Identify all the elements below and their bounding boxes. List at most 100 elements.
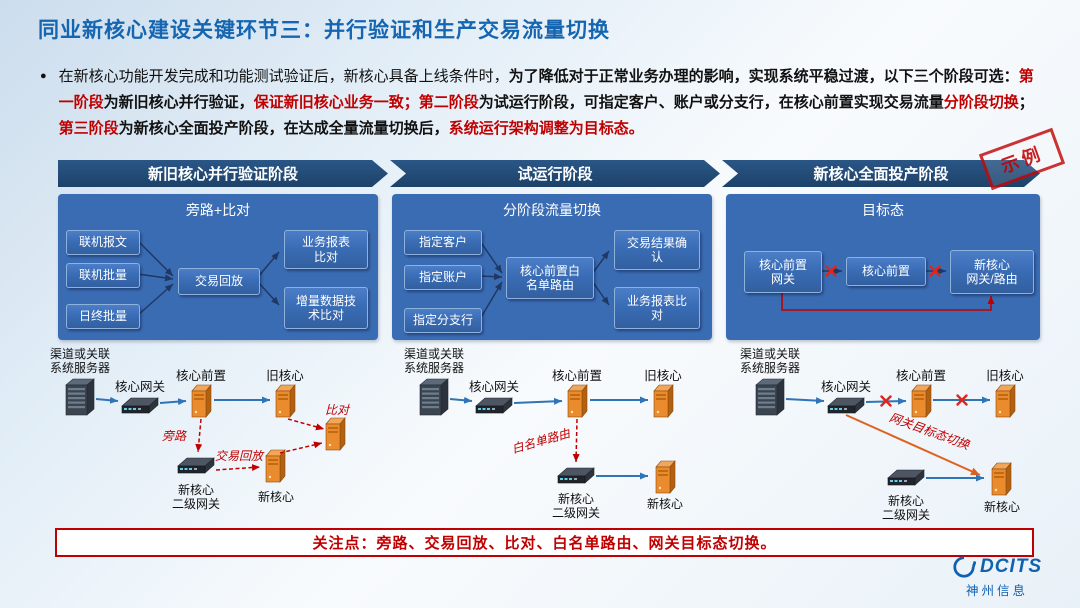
flow-arrow (449, 396, 473, 404)
flow-box-label: 核心前置白 (519, 263, 580, 278)
panel-title: 目标态 (862, 202, 904, 218)
flow-box-label: 认 (650, 250, 663, 264)
server-icon (991, 462, 1012, 496)
intro-segment: 为新旧核心并行验证， (103, 94, 254, 111)
server-icon (275, 384, 296, 418)
flow-box-label: 业务报表比 (626, 293, 687, 308)
phase-banner-1: 新旧核心并行验证阶段 (58, 160, 388, 187)
flow-arrow (95, 396, 119, 404)
flow-box-assign-customer: 指定客户 (404, 230, 482, 255)
flow-arrow (591, 280, 610, 306)
flow-box-incremental-compare: 增量数据技术比对 (284, 287, 368, 329)
flow-box-label: 指定账户 (418, 270, 467, 285)
flow-arrow (479, 240, 503, 274)
core-gateway-label: 核心网关 (115, 380, 165, 394)
flow-arrow (257, 251, 280, 278)
flow-box-result-confirm: 交易结果确认 (614, 230, 700, 270)
panel-title: 旁路+比对 (185, 202, 251, 218)
source-server-label: 系统服务器 (404, 360, 464, 375)
intro-segment: 为新核心全面投产阶段，在达成全量流量切换后， (118, 120, 449, 137)
intro-text: 在新核心功能开发完成和功能测试验证后，新核心具备上线条件时，为了降低对于正常业务… (59, 64, 1042, 142)
flow-box-label: 新核心 (973, 257, 1010, 272)
source-server-label: 渠道或关联 (740, 347, 800, 361)
compare-arrow (287, 418, 325, 431)
switch-icon (475, 397, 513, 414)
flow-box-label: 比对 (313, 249, 338, 264)
server-icon (911, 384, 932, 418)
switch-icon (121, 397, 159, 414)
intro-segment: 第三阶段 (58, 120, 119, 137)
whitelist-route-arrow (572, 418, 580, 463)
server-icon (655, 460, 676, 494)
bypass-arrow (195, 418, 203, 453)
infrastructure-diagram-2: 渠道或关联 系统服务器 核心网关 核心前置 旧核心 白名单路由 新核心 二级网关… (404, 347, 683, 520)
newcore-subgateway-label: 二级网关 (172, 497, 220, 511)
flow-arrow (785, 397, 825, 405)
flow-box-replay: 交易回放 (178, 268, 260, 295)
server-icon (191, 384, 212, 418)
newcore-subgateway-label: 新核心 (558, 491, 594, 506)
flow-arrow (513, 397, 563, 405)
flow-box-label: 指定客户 (418, 235, 467, 250)
page-title: 同业新核心建设关键环节三：并行验证和生产交易流量切换 (38, 19, 610, 42)
server-icon (265, 449, 286, 483)
flow-box-label: 术比对 (307, 308, 344, 322)
flow-box-online-message: 联机报文 (66, 230, 140, 255)
newcore-subgateway-label: 新核心 (888, 493, 924, 508)
flow-arrow (479, 273, 503, 281)
flow-box-newcore-gateway-route: 新核心网关/路由 (950, 250, 1034, 294)
flow-box-label: 增量数据技 (295, 293, 356, 308)
x-icon (929, 265, 941, 277)
server-icon (325, 417, 346, 451)
intro-segment: 为了降低对于正常业务办理的影响，实现系统平稳过渡，以下三个阶段可选： (508, 68, 1019, 85)
flow-box-label: 业务报表 (301, 235, 350, 250)
new-core-label: 新核心 (258, 489, 294, 504)
rack-server-icon (419, 378, 449, 416)
flow-box-eod-batch: 日终批量 (66, 304, 140, 329)
intro-segment: 保证新旧核心业务一致； (253, 94, 419, 111)
core-gateway-label: 核心网关 (821, 380, 871, 394)
bullet-icon: ● (40, 70, 47, 82)
flow-box-label: 网关 (770, 272, 795, 286)
switch-icon (887, 469, 925, 486)
switch-icon (827, 397, 865, 414)
flow-box-label: 交易回放 (194, 274, 243, 289)
phase-banner-label: 新核心全面投产阶段 (813, 166, 949, 183)
logo-brand-text: DCITS (980, 556, 1042, 577)
phase-banner-2: 试运行阶段 (390, 160, 720, 187)
flow-box-label: 核心前置 (861, 264, 910, 279)
phase-banner-3: 新核心全面投产阶段 (722, 160, 1040, 187)
flow-box-label: 名单路由 (525, 278, 574, 292)
flow-arrow (159, 398, 187, 406)
phase-banner-label: 试运行阶段 (517, 166, 593, 183)
intro-segment: 第一阶段 (58, 68, 1034, 111)
compare-arrow (279, 441, 323, 454)
x-icon (825, 265, 837, 277)
core-front-label: 核心前置 (896, 368, 946, 383)
intro-segment: ； (1018, 94, 1034, 111)
core-gateway-label: 核心网关 (469, 380, 519, 394)
infrastructure-diagram-1: 渠道或关联 系统服务器 核心网关 核心前置 旧核心 比对 旁路 新核心 二级网关… (50, 347, 351, 511)
flow-box-label: 联机批量 (78, 268, 127, 283)
intro-paragraph: ● 在新核心功能开发完成和功能测试验证后，新核心具备上线条件时，为了降低对于正常… (40, 64, 1042, 142)
switch-icon (177, 457, 215, 474)
flow-box-report-compare: 业务报表比对 (614, 287, 700, 329)
flow-box-label: 网关/路由 (966, 272, 1018, 286)
core-front-label: 核心前置 (552, 368, 602, 383)
logo-company-text: 神州信息 (965, 584, 1028, 598)
new-core-label: 新核心 (647, 496, 683, 511)
flow-box-label: 对 (650, 308, 663, 322)
switch-icon (557, 467, 595, 484)
flow-box-assign-branch: 指定分支行 (404, 308, 482, 333)
key-points-note: 关注点：旁路、交易回放、比对、白名单路由、网关目标态切换。 (55, 528, 1034, 557)
new-core-label: 新核心 (984, 499, 1020, 514)
source-server-label: 渠道或关联 (404, 347, 464, 361)
whitelist-route-label: 白名单路由 (510, 426, 572, 456)
gateway-switch-label: 网关目标态切换 (887, 410, 972, 452)
newcore-subgateway-label: 新核心 (178, 482, 214, 497)
source-server-label: 系统服务器 (50, 360, 110, 375)
intro-segment: 为试运行阶段，可指定客户、账户或分支行，在核心前置实现交易流量 (478, 94, 944, 111)
rack-server-icon (65, 378, 95, 416)
source-server-label: 系统服务器 (740, 360, 800, 375)
